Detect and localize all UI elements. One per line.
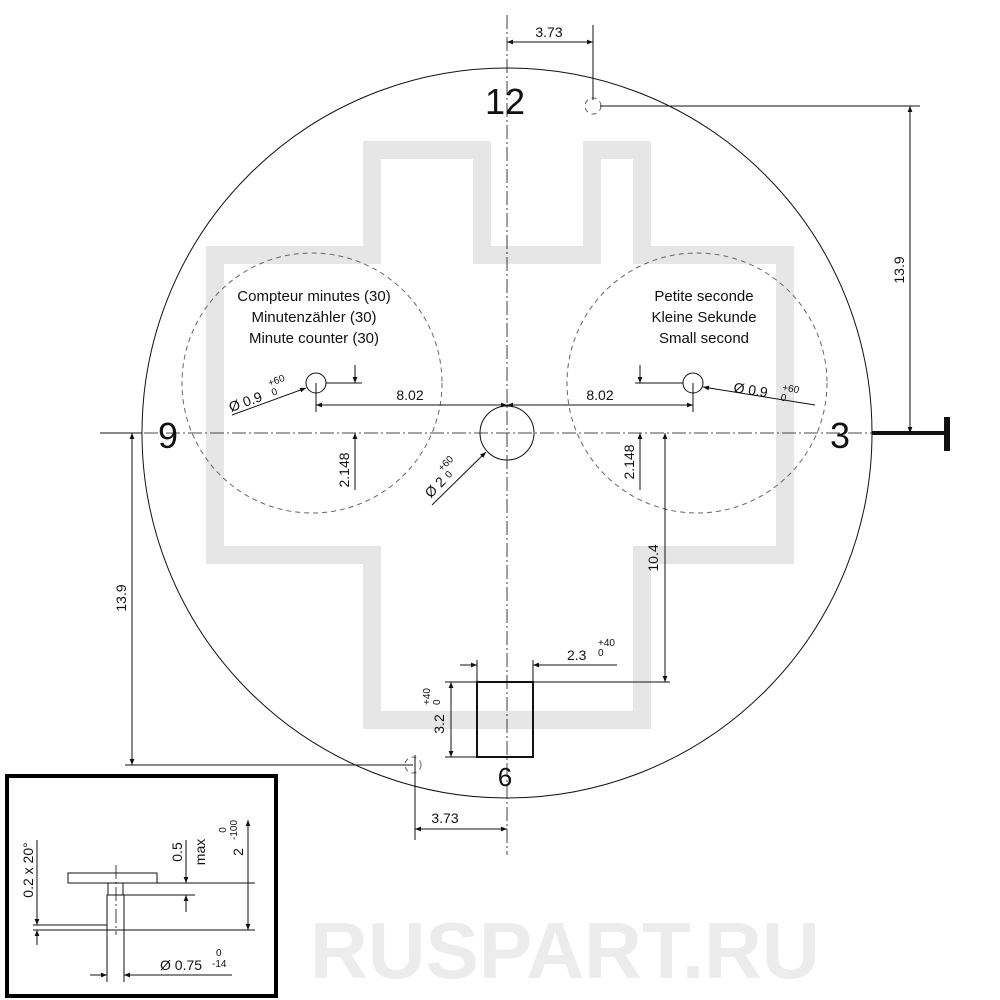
watermark-logo [206, 141, 794, 729]
dim-top-offset: 3.73 [507, 24, 594, 100]
dim-right-height: 13.9 [600, 105, 920, 434]
svg-text:0.5: 0.5 [169, 842, 185, 862]
foot-detail-inset: 0.2 x 20° 0.5 max 2 0 -100 Ø 0.75 0 -14 [5, 774, 278, 998]
dim-left-hole: Ø 0.9 +60 0 [227, 373, 307, 416]
dim-right-vertical: 2.148 [621, 365, 683, 490]
dim-center-hole: Ø 2 +60 0 [421, 451, 487, 506]
svg-text:0: 0 [443, 469, 455, 481]
dial-number-9: 9 [158, 415, 178, 456]
bottom-foot [404, 756, 422, 774]
svg-text:0.2 x 20°: 0.2 x 20° [20, 842, 36, 897]
svg-text:0: 0 [432, 699, 443, 705]
subdial-right-label-1: Petite seconde [654, 288, 753, 305]
top-foot [584, 97, 602, 115]
svg-text:8.02: 8.02 [396, 387, 423, 403]
svg-text:Ø 2: Ø 2 [421, 473, 448, 500]
subdial-left-label-1: Compteur minutes (30) [237, 288, 390, 305]
subdial-right-label-3: Small second [659, 330, 749, 347]
svg-text:2.148: 2.148 [336, 452, 352, 487]
dial-number-12: 12 [485, 81, 525, 122]
dim-slot-offset: 10.4 [533, 433, 670, 683]
svg-text:+40: +40 [422, 688, 433, 705]
svg-text:-100: -100 [229, 820, 240, 840]
dim-left-vertical: 2.148 [326, 365, 362, 490]
svg-text:2.3: 2.3 [567, 647, 587, 663]
svg-text:3.2: 3.2 [431, 714, 447, 734]
svg-text:3.73: 3.73 [431, 810, 458, 826]
svg-text:10.4: 10.4 [645, 544, 661, 571]
svg-text:0: 0 [270, 386, 279, 398]
svg-text:Ø 0.9: Ø 0.9 [733, 379, 770, 400]
svg-text:+60: +60 [781, 383, 800, 397]
dim-left-spacing: 8.02 [315, 383, 507, 412]
svg-text:8.02: 8.02 [586, 387, 613, 403]
dim-slot-height: 3.2 +40 0 [422, 681, 477, 758]
svg-text:2.148: 2.148 [621, 444, 637, 479]
dial-number-3: 3 [830, 415, 850, 456]
svg-text:-14: -14 [212, 959, 227, 970]
svg-text:13.9: 13.9 [891, 256, 907, 283]
subdial-left-label-2: Minutenzähler (30) [251, 309, 376, 326]
svg-text:max: max [192, 839, 208, 865]
dim-right-spacing: 8.02 [507, 383, 694, 412]
svg-text:13.9: 13.9 [113, 584, 129, 611]
dim-right-hole: Ø 0.9 +60 0 [702, 379, 816, 406]
date-slot [476, 681, 534, 758]
subdial-left-label-3: Minute counter (30) [249, 330, 379, 347]
dim-bottom-offset: 3.73 [414, 755, 507, 840]
svg-text:+40: +40 [598, 638, 615, 649]
svg-text:0: 0 [780, 393, 788, 405]
svg-text:Ø 0.9: Ø 0.9 [227, 388, 265, 415]
svg-text:0: 0 [598, 648, 604, 659]
minute-counter-subdial [181, 252, 443, 514]
watermark-text: RUSPART.RU [310, 906, 820, 995]
svg-text:3.73: 3.73 [535, 24, 562, 40]
svg-text:2: 2 [230, 848, 246, 856]
svg-text:+60: +60 [267, 373, 287, 389]
dim-left-height: 13.9 [100, 432, 413, 766]
dim-slot-width: 2.3 +40 0 [460, 638, 617, 682]
svg-text:0: 0 [216, 948, 222, 959]
dial-number-6: 6 [498, 762, 512, 792]
svg-text:Ø 0.75: Ø 0.75 [160, 957, 202, 973]
small-second-subdial [566, 252, 828, 514]
svg-text:0: 0 [218, 827, 229, 833]
subdial-right-label-2: Kleine Sekunde [651, 309, 756, 326]
